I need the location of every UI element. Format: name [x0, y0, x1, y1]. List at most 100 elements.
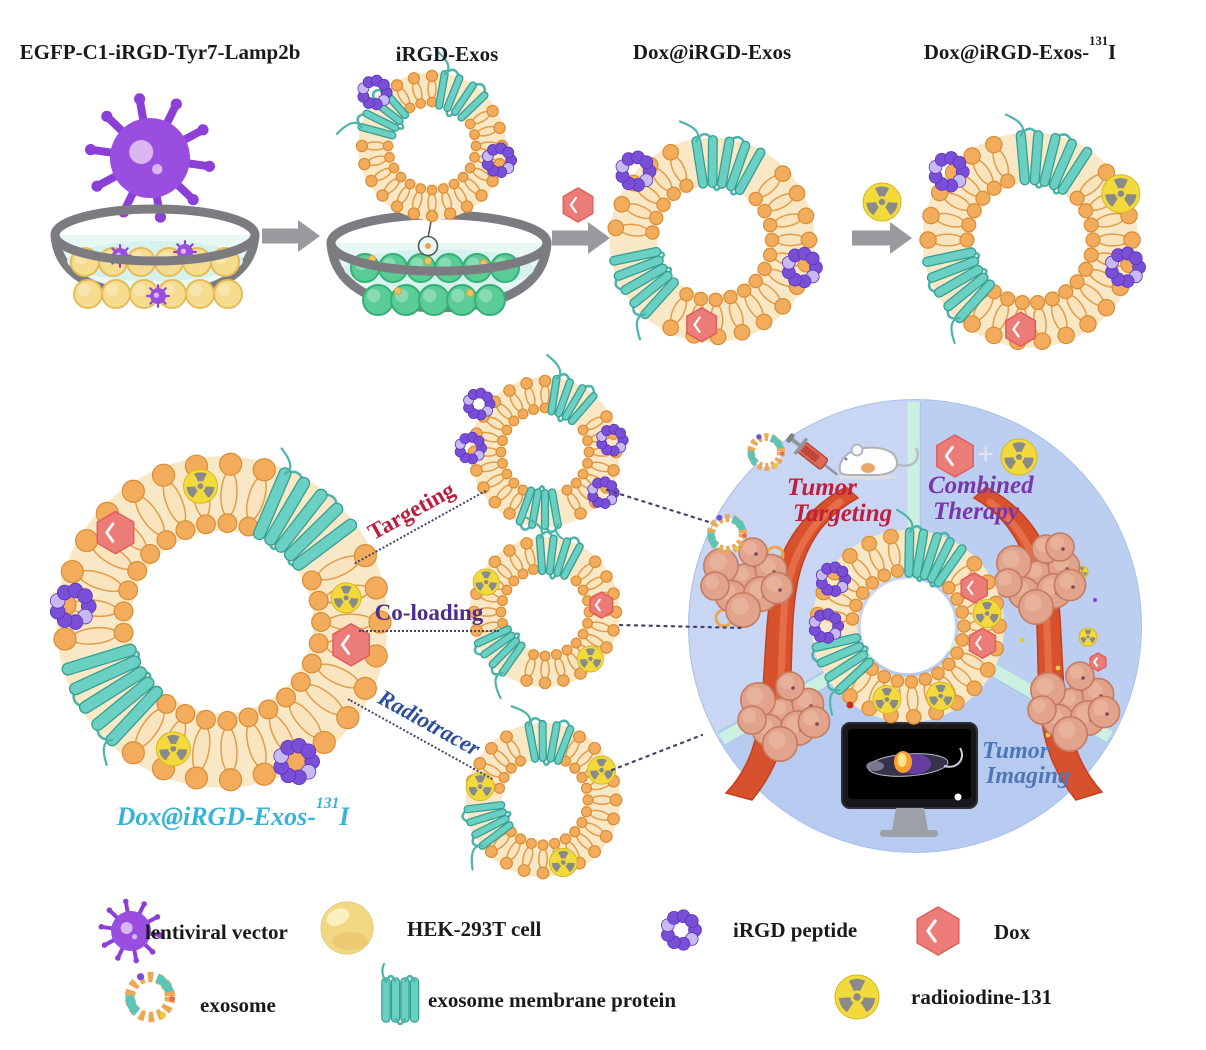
dox-molecule: [332, 622, 371, 667]
radioiodine-131-symbol: [576, 645, 604, 673]
legend-label-exosome-membrane-protein: exosome membrane protein: [428, 988, 677, 1012]
legend-label-exosome: exosome: [200, 993, 276, 1017]
exosome-membrane-protein: [609, 246, 679, 341]
tumor-imaging-label-line2: Imaging: [986, 763, 1071, 789]
irgd-peptide-ring: [454, 431, 488, 465]
dox-molecule: [589, 591, 614, 619]
radioiodine-131-symbol: [182, 468, 218, 504]
exosome-membrane-protein: [473, 625, 526, 700]
workflow-arrow-3: [852, 222, 912, 254]
radioiodine-131-symbol: [1078, 627, 1098, 647]
step4-title: Dox@iRGD-Exos-131I: [923, 33, 1117, 64]
tumor-cell-cluster: [737, 671, 831, 762]
exosome-membrane-protein: [546, 354, 598, 426]
petri-dish-hek-cells: [50, 204, 260, 309]
workflow-arrow-2: [552, 222, 610, 254]
combined-therapy-icons: [936, 434, 1038, 478]
exosome-membrane-protein: [922, 247, 996, 345]
irgd-peptide-ring: [463, 387, 496, 421]
tumor-cell-cluster: [700, 537, 794, 628]
exosome-membrane-protein-icon: [381, 962, 420, 1026]
exosome-membrane-protein: [524, 516, 584, 580]
radioiodine-131-symbol: [155, 731, 191, 767]
radioiodine-131-symbol: [926, 681, 956, 711]
radioiodine-131-symbol: [1000, 438, 1038, 476]
irgd-peptide-ring: [49, 582, 97, 630]
exosome-membrane-protein: [434, 49, 489, 122]
lentiviral-vector-icon: [98, 898, 164, 964]
radioiodine-131-symbol: [465, 772, 495, 802]
irgd-peptide-ring: [815, 561, 852, 597]
legend-label-dox: Dox: [994, 920, 1031, 944]
dox-molecule: [562, 187, 594, 223]
radioiodine-131-symbol: [972, 598, 1002, 628]
radioiodine-131-symbol: [834, 974, 880, 1020]
exosome-membrane-protein: [678, 120, 766, 196]
dotted-connectors: [605, 488, 746, 772]
dox-molecule: [936, 434, 974, 478]
exosome-circle-center: [808, 508, 1007, 725]
red-dot: [846, 701, 854, 709]
exosome-co-loading: [467, 516, 623, 700]
irgd-peptide-ring: [357, 74, 393, 111]
exosome-icon: [747, 433, 785, 471]
dox-molecule: [96, 510, 135, 555]
tumor-targeting-label-line1: Tumor: [787, 474, 857, 501]
exosome-dox-irgd-exos-131i: [919, 113, 1146, 351]
lentiviral-vector-icon: [146, 284, 170, 308]
tumor-targeting-icons: [706, 433, 919, 555]
tumor-imaging-label-line1: Tumor: [982, 738, 1050, 764]
irgd-peptide-ring: [661, 909, 702, 951]
irgd-peptide-ring: [1105, 246, 1146, 288]
exosome-membrane-protein: [252, 447, 358, 571]
radioiodine-131-symbol: [872, 684, 902, 714]
mouse-icon: [838, 443, 919, 480]
dox-molecule: [968, 627, 997, 660]
workflow-arrow-1: [262, 220, 320, 252]
irgd-peptide-ring: [587, 476, 620, 510]
tumor-cell-cluster: [1027, 661, 1121, 752]
exosome-icon: [706, 513, 748, 555]
irgd-peptide-ring: [808, 608, 845, 644]
dox-molecule: [960, 571, 988, 604]
irgd-peptide-ring: [781, 246, 823, 289]
construct-label: Dox@iRGD-Exos-131I: [116, 794, 350, 831]
step2-title: iRGD-Exos: [395, 42, 499, 66]
radioiodine-131-symbol: [587, 755, 617, 785]
exosome-membrane-protein: [61, 643, 164, 766]
exosome-dox-irgd-exos: [607, 120, 823, 346]
exosome-membrane-protein: [895, 508, 967, 588]
dox-molecule: [686, 306, 718, 343]
feature-label-co-loading: Co-loading: [359, 600, 499, 632]
exosome-membrane-protein: [811, 633, 874, 716]
exosome-construct-large: [49, 447, 392, 792]
exosome-membrane-protein: [510, 705, 575, 767]
tumor-imaging-monitor: [841, 722, 978, 837]
tumor-targeting-label-line2: Targeting: [793, 500, 893, 527]
exosome-membrane-protein: [515, 484, 576, 546]
irgd-peptide-ring: [928, 151, 970, 193]
combined-therapy-label-line2: Therapy: [933, 498, 1020, 525]
irgd-peptide-ring: [481, 142, 518, 179]
legend-label-hek-293t-cell: HEK-293T cell: [407, 917, 542, 941]
exosome-membrane-protein: [1004, 113, 1093, 195]
step3-title: Dox@iRGD-Exos: [632, 40, 792, 64]
irgd-peptide-ring: [273, 737, 320, 786]
irgd-peptide-ring: [615, 150, 657, 192]
combined-therapy-label-line1: Combined: [928, 472, 1034, 499]
exosome-radiotracer: [461, 705, 623, 880]
radioiodine-131-symbol: [472, 568, 500, 596]
exosome-irgd-exos: [335, 49, 518, 223]
exosome-icon: [124, 971, 176, 1023]
petri-dish-transfected-cells: [326, 210, 552, 316]
irgd-peptide-ring: [596, 423, 629, 457]
hek-293t-cell-icon: [320, 901, 374, 955]
exosome-targeting: [454, 354, 629, 546]
legend-label-lentiviral-vector: lentiviral vector: [145, 920, 288, 944]
legend-label-irgd-peptide: iRGD peptide: [733, 918, 858, 942]
legend-label-radioiodine-131: radioiodine-131: [911, 985, 1053, 1009]
syringe-icon: [786, 433, 838, 476]
dox-molecule: [1005, 311, 1037, 348]
